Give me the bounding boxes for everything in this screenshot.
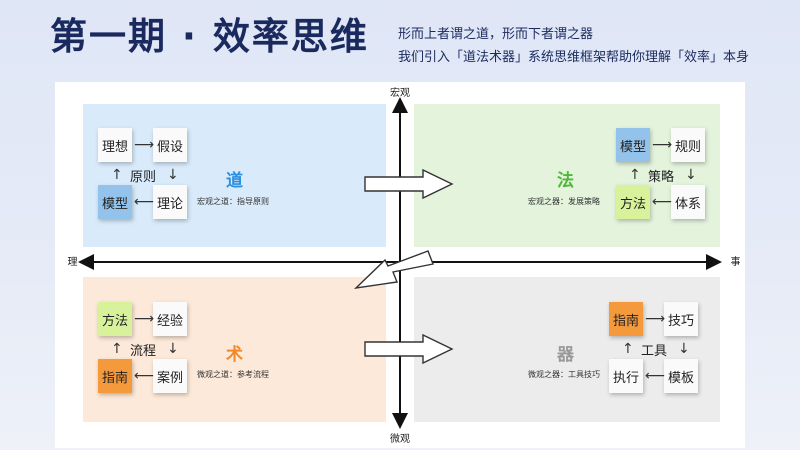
axis-label-bottom: 微观 [390, 434, 410, 445]
axis-label-top: 宏观 [390, 88, 410, 99]
card-fa-2: 规则 [671, 128, 705, 162]
arrow-up-icon: ↑ [622, 341, 634, 357]
card-qi-3: 执行 [609, 359, 643, 393]
subtitle-line-1: 形而上者谓之道，形而下者谓之器 [398, 27, 594, 42]
arrow-up-icon: ↑ [111, 341, 123, 357]
card-dao-1: 理想 [98, 128, 132, 162]
quadrant-dao [83, 104, 386, 247]
center-shu: 流程 [130, 344, 157, 359]
arrow-left-icon: ⟵ [134, 368, 155, 384]
arrow-down-icon: ↓ [678, 341, 690, 357]
arrow-right-icon: ⟶ [134, 311, 155, 327]
flow-arrow-fa-to-shu [353, 250, 434, 290]
caption-fa: 宏观之器：发展策略 [528, 197, 600, 206]
quadrant-fa [414, 104, 720, 247]
arrow-right-icon: ⟶ [645, 311, 666, 327]
quadrant-label-shu: 术 [226, 345, 243, 365]
flow-arrow-shu-to-qi [364, 333, 454, 365]
caption-shu: 微观之道：参考流程 [197, 370, 269, 379]
card-shu-3: 指南 [98, 359, 132, 393]
arrow-left-icon: ⟵ [652, 194, 673, 210]
card-fa-3: 方法 [616, 185, 650, 219]
card-qi-2: 技巧 [664, 302, 698, 336]
arrow-up-icon: ↑ [629, 167, 641, 183]
arrow-left-icon: ⟵ [645, 368, 666, 384]
card-dao-4: 理论 [153, 185, 187, 219]
arrow-down-icon: ↓ [167, 167, 179, 183]
caption-dao: 宏观之道：指导原则 [197, 197, 269, 206]
card-shu-1: 方法 [98, 302, 132, 336]
center-qi: 工具 [641, 344, 668, 359]
arrow-right-icon: ⟶ [652, 137, 673, 153]
center-fa: 策略 [648, 170, 675, 185]
card-dao-2: 假设 [153, 128, 187, 162]
card-dao-3: 模型 [98, 185, 132, 219]
quadrant-qi [414, 277, 720, 422]
center-dao: 原则 [130, 170, 157, 185]
quadrant-shu [83, 277, 386, 422]
flow-arrow-dao-to-fa [364, 168, 454, 200]
arrow-down-icon: ↓ [167, 341, 179, 357]
caption-qi: 微观之器：工具技巧 [528, 370, 600, 379]
arrow-left-icon: ⟵ [134, 194, 155, 210]
card-fa-4: 体系 [671, 185, 705, 219]
card-shu-4: 案例 [153, 359, 187, 393]
axis-label-right: 事 [728, 256, 739, 266]
subtitle-line-2: 我们引入「道法术器」系统思维框架帮助你理解「效率」本身 [398, 50, 750, 65]
arrow-up-icon: ↑ [111, 167, 123, 183]
card-fa-1: 模型 [616, 128, 650, 162]
card-qi-4: 模板 [664, 359, 698, 393]
page-title: 第一期 · 效率思维 [50, 15, 369, 58]
quadrant-label-qi: 器 [557, 345, 574, 365]
arrow-down-icon: ↓ [685, 167, 697, 183]
arrow-right-icon: ⟶ [134, 137, 155, 153]
axis-label-left: 理 [65, 256, 76, 266]
quadrant-label-dao: 道 [226, 171, 243, 191]
card-shu-2: 经验 [153, 302, 187, 336]
quadrant-label-fa: 法 [557, 171, 574, 191]
card-qi-1: 指南 [609, 302, 643, 336]
